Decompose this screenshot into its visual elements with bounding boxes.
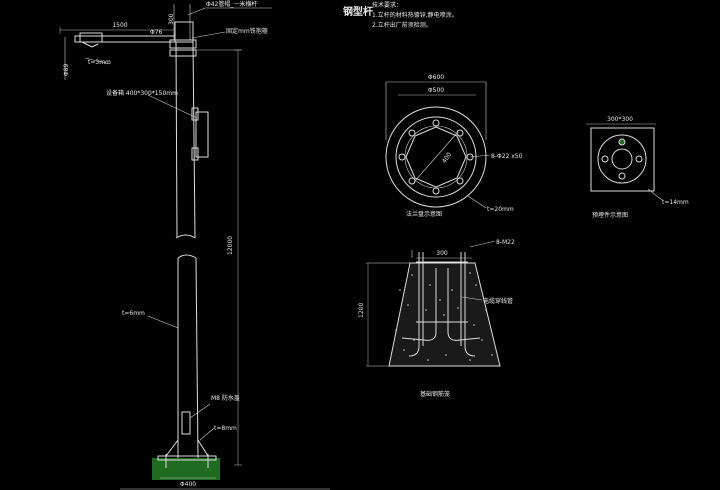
anchor-spec-label: 8-M22 bbox=[496, 239, 515, 246]
notes-heading: 技术要求： bbox=[372, 1, 402, 9]
arm-height-label: Φ89 bbox=[63, 63, 70, 76]
plate-caption: 预埋件示意图 bbox=[592, 211, 628, 219]
pole-height-label: 12000 bbox=[227, 236, 234, 255]
door-label: M8 防水盖 bbox=[211, 394, 240, 402]
camera-housing bbox=[79, 32, 103, 43]
top-pipe-label: Φ42管帽_一米横杆 bbox=[206, 0, 257, 8]
box-label: 设备箱 400*300*150mm bbox=[106, 89, 178, 97]
base-diameter-label: Φ400 bbox=[180, 481, 196, 488]
flange-outer-circle bbox=[385, 106, 487, 208]
flange-inner-diameter: Φ500 bbox=[428, 87, 444, 94]
arm-thickness-label: t=3mm bbox=[88, 59, 111, 66]
title-block: 钢型杆 技术要求： 1.立杆的材料热镀锌,静电喷涂。 2.立杆出厂前须检测。 bbox=[343, 1, 458, 29]
embedded-plate bbox=[590, 127, 655, 192]
arm-length-label: 1500 bbox=[112, 22, 127, 29]
conduit-label: 电缆穿线管 bbox=[483, 297, 513, 305]
flange-caption: 法兰盘示意图 bbox=[406, 210, 442, 218]
wall-thickness-label: t=6mm bbox=[122, 310, 145, 317]
plate-view: 300*300 t=14mm 预埋件示意图 bbox=[586, 116, 689, 219]
base-plate-thickness-label: t=8mm bbox=[214, 425, 237, 432]
flange-view: Φ600 Φ500 400 8-Φ22 x50 t=20mm 法兰盘示意图 bbox=[385, 74, 523, 218]
base-foundation bbox=[152, 458, 220, 480]
foundation-view: 8-M22 300 1200 电缆穿线管 bbox=[358, 239, 515, 398]
plate-size-label: 300*300 bbox=[607, 116, 633, 123]
plate-thickness-label: t=14mm bbox=[662, 199, 689, 206]
foundation-depth-label: 1200 bbox=[358, 303, 365, 318]
drawing-title: 钢型杆 bbox=[343, 5, 373, 18]
access-door bbox=[181, 411, 191, 435]
top-offset-label: 300 bbox=[168, 13, 175, 25]
flange-thickness: t=20mm bbox=[487, 206, 514, 213]
note-2: 2.立杆出厂前须检测。 bbox=[372, 21, 432, 29]
foundation-top-width: 300 bbox=[436, 250, 448, 257]
foundation-caption: 基础钢筋笼 bbox=[420, 390, 450, 398]
flange-bolt-spec: 8-Φ22 x50 bbox=[491, 153, 523, 160]
pole-elevation: 1500 300 Φ76 Φ42管帽_一米横杆 固定mm铁抱箍 Φ89 t=3m… bbox=[59, 0, 330, 490]
concrete-aggregate bbox=[395, 272, 493, 361]
arm-pipe-label: Φ76 bbox=[150, 29, 163, 36]
flange-bolt-circle: 400 bbox=[441, 151, 453, 165]
clamp-label: 固定mm铁抱箍 bbox=[226, 27, 268, 35]
flange-outer-diameter: Φ600 bbox=[428, 74, 444, 81]
flange-bolt-pattern bbox=[405, 126, 467, 188]
note-1: 1.立杆的材料热镀锌,静电喷涂。 bbox=[372, 11, 458, 19]
